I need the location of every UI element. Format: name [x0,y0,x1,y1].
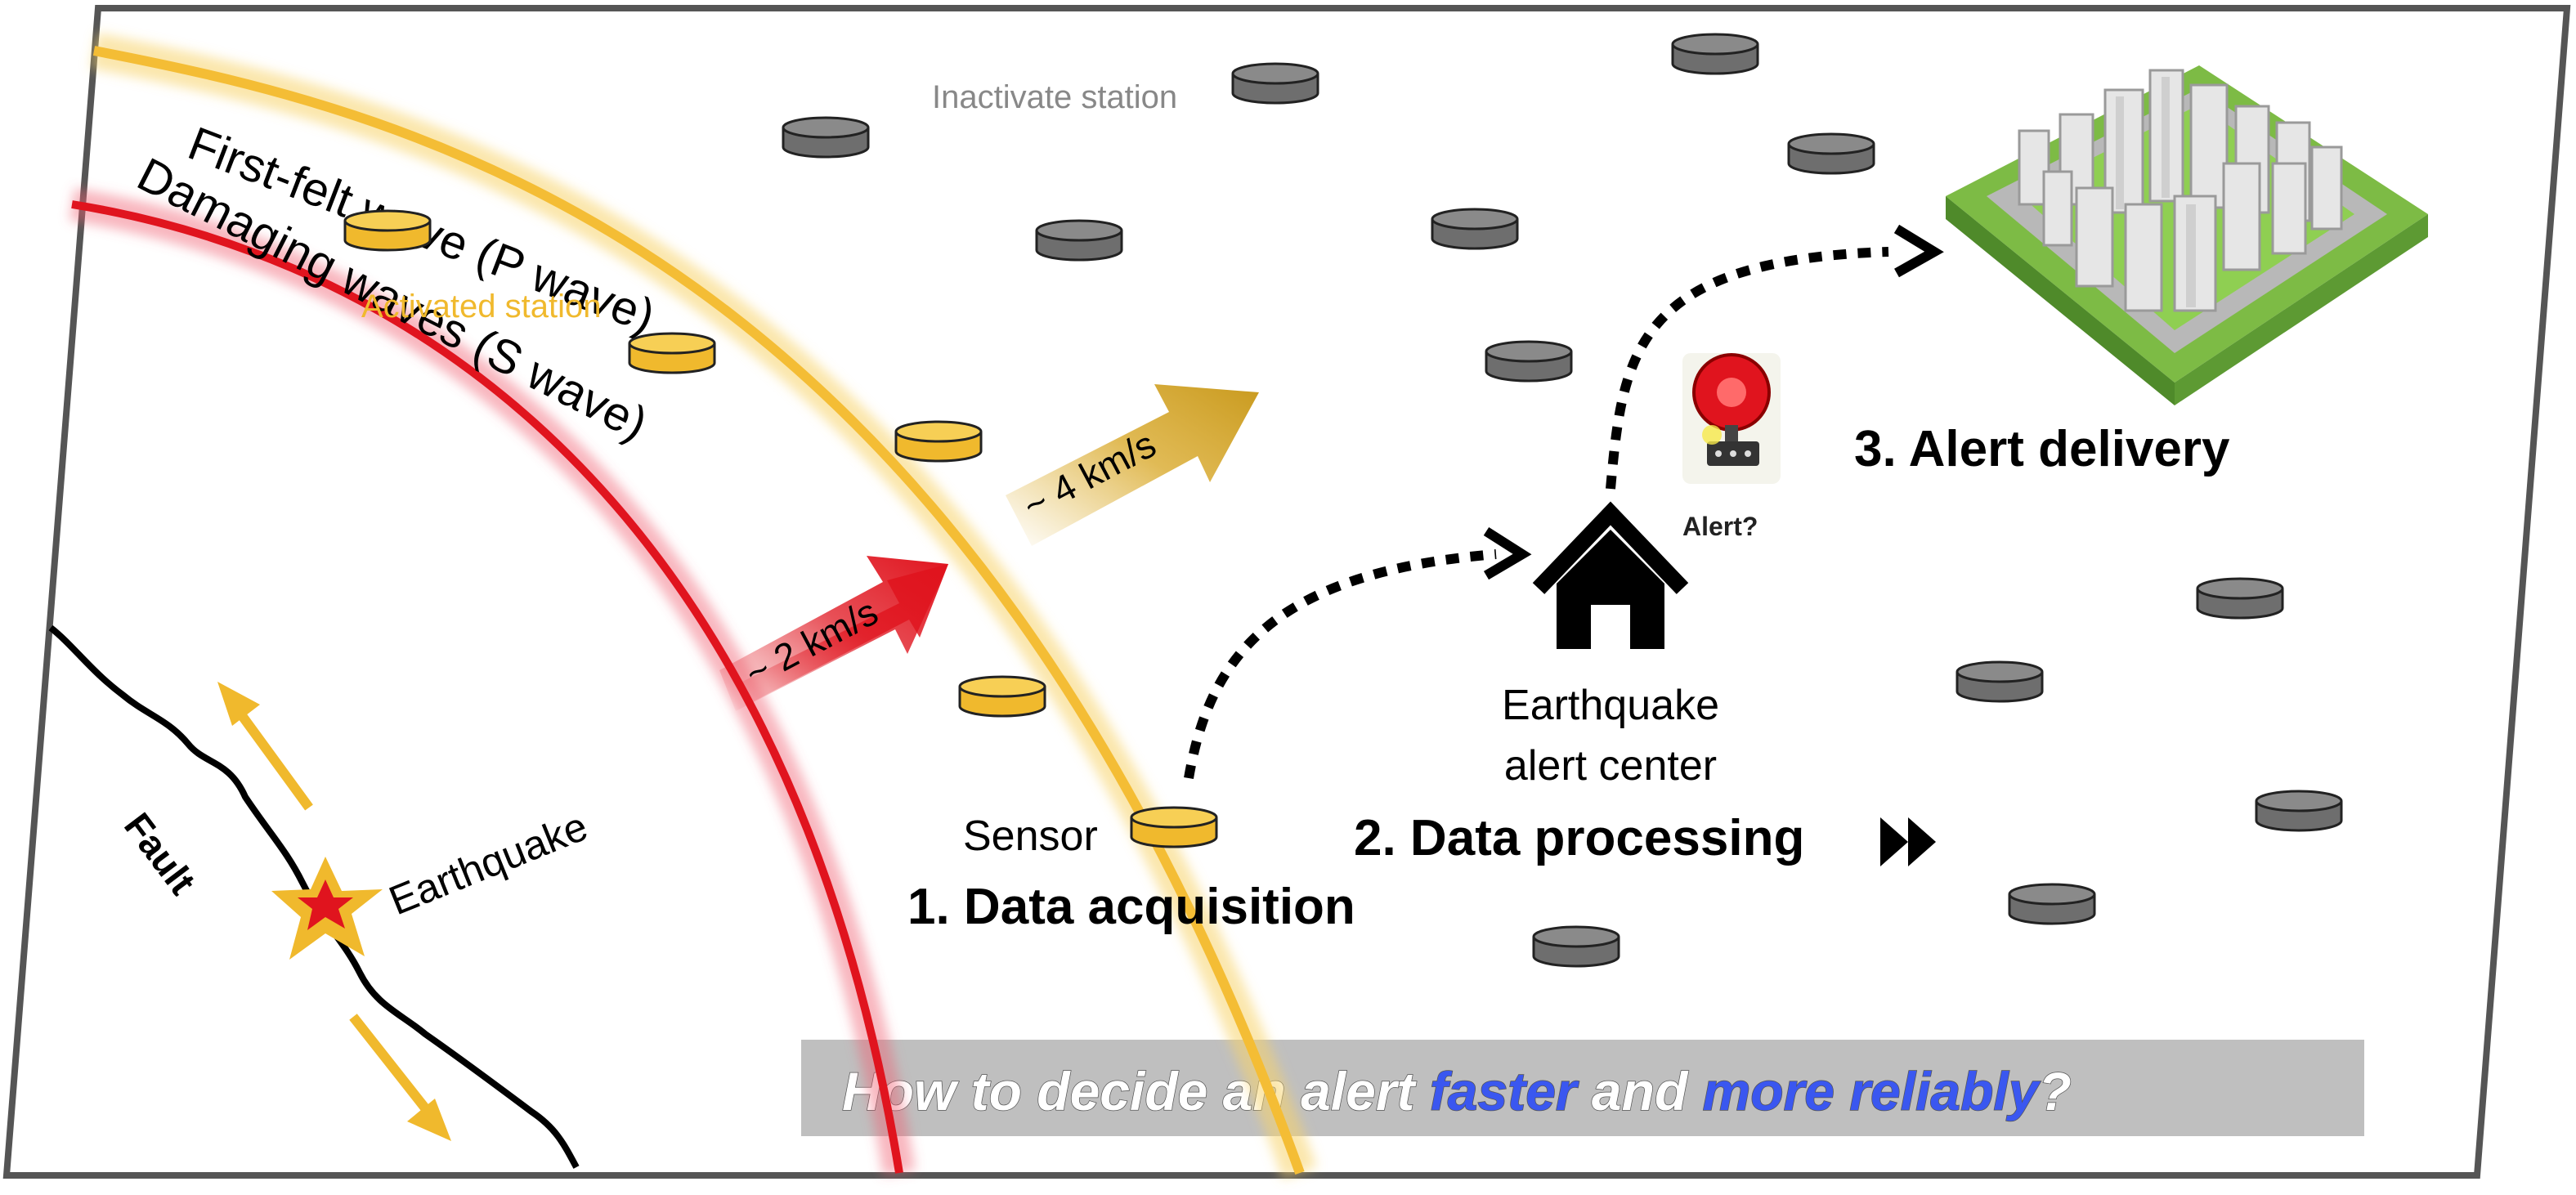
fault-slip-arrow-up [217,682,313,811]
activated-station [894,420,983,463]
question-banner [801,1040,2364,1136]
inactive-station [2196,577,2284,620]
activated-station [958,675,1046,718]
city-icon [1946,65,2428,405]
activated-station [628,332,716,374]
alert-question-label: Alert? [1682,512,1758,541]
sensor-station [1130,806,1218,848]
inactive-station [1231,62,1319,105]
inactive-station [1671,33,1759,75]
center-label-line2: alert center [1504,742,1717,790]
inactive-station [1431,208,1519,250]
house-icon [1532,501,1689,649]
flow-arrow-sensor-to-center [1184,549,1497,780]
frame [2,4,2571,1179]
inactive-station [1532,925,1620,968]
inactive-station [2008,883,2096,925]
activated-station-label: Activated station [361,289,602,324]
inactive-station [2255,790,2343,832]
center-label-line1: Earthquake [1502,682,1719,729]
fault-slip-arrow-down [349,1014,451,1141]
activated-station [343,209,432,252]
inactive-station [782,116,870,159]
step2-label: 2. Data processing [1354,810,1804,866]
step3-label: 3. Alert delivery [1854,421,2230,477]
epicenter-inner-star-icon [298,879,353,930]
fault-line [48,624,580,1169]
step1-label: 1. Data acquisition [907,879,1355,935]
inactive-station-label: Inactivate station [932,79,1177,115]
fast-forward-icon [1880,817,1936,866]
flow-arrowhead-city [1893,224,1944,278]
flow-arrow-center-to-city [1606,247,1889,490]
question-text: How to decide an alert faster and more r… [842,1061,2072,1121]
alarm-bell-icon [1682,353,1781,484]
inactive-station [1485,340,1573,383]
sensor-label: Sensor [963,812,1098,860]
inactive-station [1956,660,2044,703]
inactive-station [1787,132,1875,175]
inactive-station [1035,219,1123,262]
s-wave-front [71,200,903,1174]
flow-arrowhead-center [1483,526,1532,580]
p-wave-front [92,46,1305,1175]
